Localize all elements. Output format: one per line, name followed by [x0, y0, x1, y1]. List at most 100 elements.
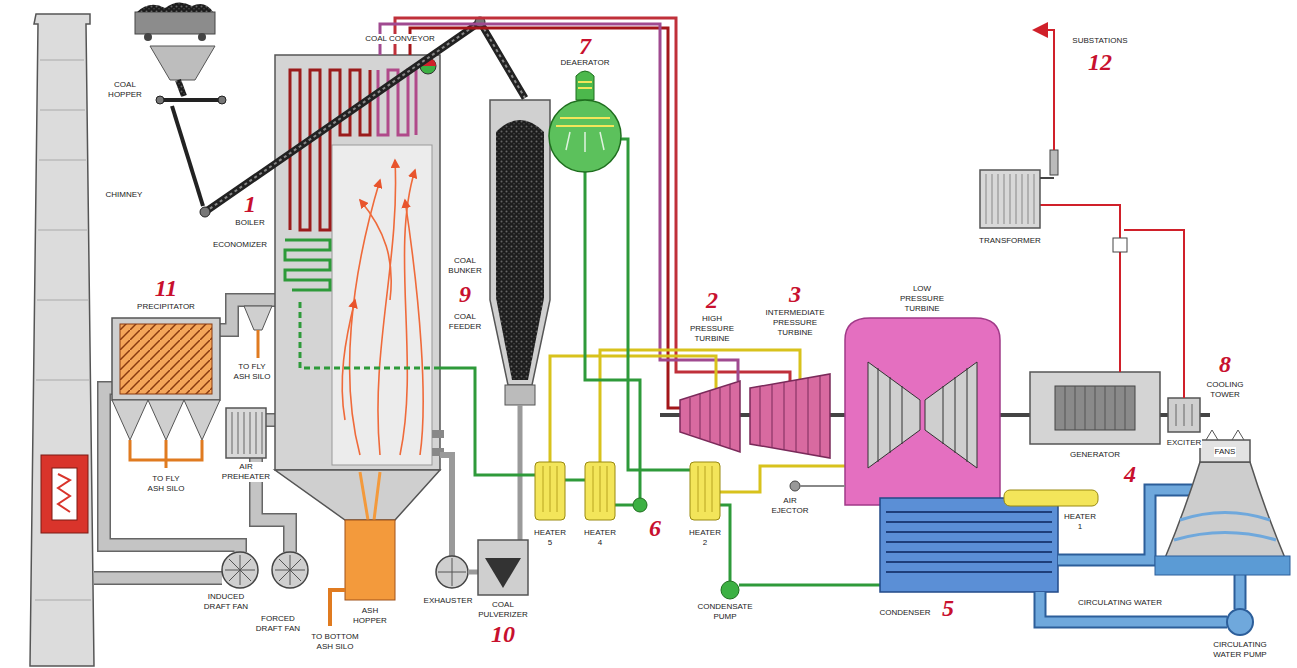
feedwater-pipes-part — [300, 300, 440, 368]
deaerator — [549, 71, 621, 172]
coal-conveyor-part — [205, 22, 525, 212]
coal-hopper-part — [137, 2, 213, 12]
part-label: FORCED DRAFT FAN — [252, 614, 304, 634]
precipitator-part — [112, 400, 220, 440]
coal-hopper-part — [160, 98, 222, 102]
part-label: COAL BUNKER — [447, 256, 482, 276]
boiler-part — [432, 430, 444, 438]
deaerator-part — [566, 132, 604, 152]
feedwater-heaters-part — [535, 462, 565, 520]
condenser-part — [1004, 490, 1098, 506]
part-label: HEATER 2 — [688, 528, 722, 548]
cooling-tower — [1155, 430, 1290, 575]
part-label: HIGH PRESSURE TURBINE — [689, 314, 735, 344]
circulating-water-pipes-part — [1040, 575, 1240, 622]
cooling-tower-part — [1165, 462, 1285, 558]
feedwater-pipes-part — [739, 584, 880, 587]
flue-ducts-part — [94, 573, 222, 584]
condenser-part — [880, 498, 1058, 592]
feedwater-heaters-part — [593, 466, 607, 512]
transformer-and-wires-part — [986, 174, 1034, 224]
turbines-part — [790, 481, 800, 491]
pulverizer-part — [440, 455, 452, 556]
part-label: COAL CONVEYOR — [364, 34, 436, 44]
precipitator — [112, 318, 220, 468]
feedwater-pipes — [300, 139, 880, 585]
part-label: EXCITER — [1166, 438, 1203, 448]
part-label: ECONOMIZER — [212, 240, 268, 250]
coal-hopper-part — [156, 96, 164, 104]
transformer-and-wires-part — [1050, 150, 1058, 175]
coal-conveyor-part — [205, 22, 525, 212]
part-label: PRECIPITATOR — [136, 302, 196, 312]
flue-ducts-part — [94, 571, 222, 585]
callout-number: 3 — [787, 282, 803, 306]
callout-number: 12 — [1086, 50, 1114, 74]
callout-number: 5 — [940, 596, 956, 620]
part-label: COOLING TOWER — [1206, 380, 1245, 400]
feedwater-pipes-part — [440, 368, 535, 475]
part-label: COAL FEEDER — [448, 312, 482, 332]
callout-number: 10 — [489, 622, 517, 646]
chimney-part — [35, 60, 91, 600]
air-preheater-part — [226, 408, 266, 458]
part-label: HEATER 1 — [1063, 512, 1097, 532]
pulverizer-part — [436, 556, 468, 588]
generator-part — [1065, 386, 1125, 430]
flue-ducts-part — [104, 388, 240, 552]
part-label: BOILER — [234, 218, 265, 228]
part-label: TO BOTTOM ASH SILO — [307, 632, 363, 652]
coal-hopper-part — [172, 106, 203, 206]
feedwater-pipes-part — [615, 504, 633, 507]
part-label: EXHAUSTER — [423, 596, 474, 606]
circulating-water-pipes-part — [1040, 575, 1240, 622]
draft-fans-part — [222, 552, 258, 588]
chimney-part — [52, 468, 77, 520]
coal-conveyor-part — [200, 207, 210, 217]
draft-fans-part — [225, 555, 255, 585]
precipitator-part — [130, 440, 202, 468]
coal-hopper-part — [218, 96, 226, 104]
part-label: AIR EJECTOR — [770, 496, 809, 516]
pulverizer-part — [468, 570, 478, 575]
flue-ducts-part — [220, 300, 275, 330]
coal-hopper-part — [144, 33, 152, 41]
turbines-part — [925, 362, 977, 468]
chimney-part — [41, 455, 88, 533]
pulverizer-part — [478, 540, 528, 595]
generator-part — [1055, 386, 1135, 430]
part-label: AIR PREHEATER — [221, 462, 271, 482]
feedwater-pipes-part — [565, 479, 585, 482]
boiler — [275, 55, 444, 626]
boiler-part — [405, 200, 423, 455]
boiler-part — [275, 470, 440, 520]
coal-bunker-part — [505, 385, 535, 405]
part-label: ASH HOPPER — [352, 606, 388, 626]
part-label: HEATER 5 — [533, 528, 567, 548]
draft-fans-part — [275, 555, 305, 585]
feedwater-heaters-part — [690, 462, 720, 520]
steam-pipes-part — [380, 24, 738, 381]
coal-bunker-part — [496, 120, 544, 380]
coal-hopper — [135, 2, 226, 206]
economizer-hopper — [244, 306, 272, 358]
generator-part — [1176, 404, 1192, 426]
turbines-part — [878, 368, 967, 462]
draft-fans — [222, 552, 308, 588]
pulverizer-part — [438, 558, 466, 586]
boiler-part — [360, 472, 380, 520]
part-label: LOW PRESSURE TURBINE — [899, 284, 945, 314]
coal-hopper-part — [198, 33, 206, 41]
turbines-part — [760, 376, 820, 456]
part-label: CIRCULATING WATER PUMP — [1207, 640, 1273, 660]
part-label: FANS — [1214, 447, 1237, 457]
coal-conveyor — [200, 17, 525, 217]
transformer-and-wires — [980, 30, 1184, 398]
boiler-part — [342, 300, 355, 420]
generator-part — [1030, 372, 1160, 444]
deaerator-part — [576, 71, 594, 100]
cooling-tower-part — [1206, 430, 1244, 440]
turbines-part — [845, 318, 1000, 505]
